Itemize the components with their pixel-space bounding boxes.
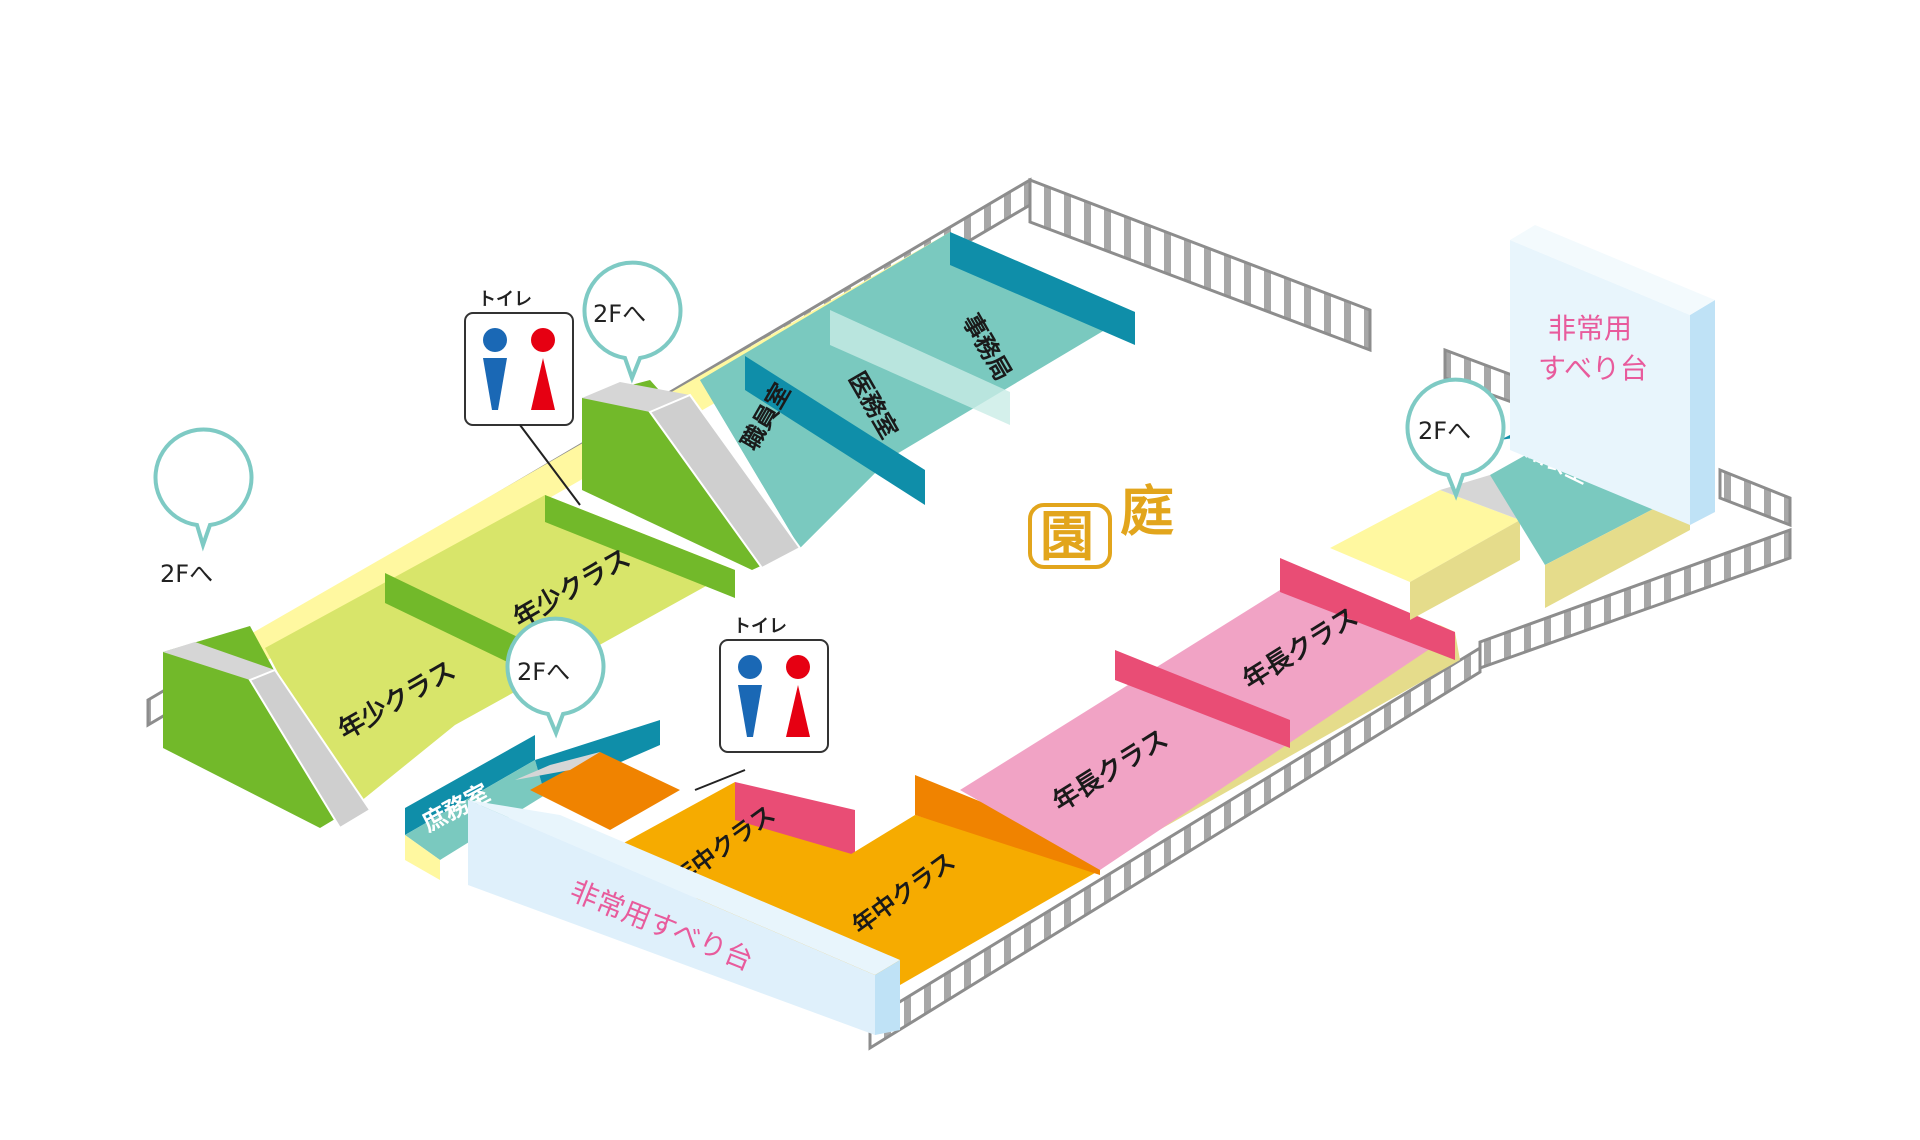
kitchen-floor xyxy=(1490,430,1690,565)
wall-jimukyoku xyxy=(950,232,1135,345)
nencho-wall-back xyxy=(1280,558,1455,660)
shomushitsu-wall xyxy=(405,735,535,835)
stairs-bubble-text: 2Fへ xyxy=(160,560,213,588)
office-floor-highlight xyxy=(830,310,1010,425)
right-slide-side xyxy=(1690,300,1715,525)
right-slide: 非常用 すべり台 xyxy=(1510,225,1715,525)
toilet-pointer xyxy=(519,424,581,506)
toilet-caption: トイレ xyxy=(478,289,532,310)
toilet-sign-box xyxy=(719,639,829,753)
female-icon xyxy=(786,655,810,679)
toilet-sign-lower: トイレ xyxy=(694,616,829,791)
nensho-wall-back xyxy=(545,495,735,598)
male-body-icon xyxy=(483,358,507,410)
courtyard-frame xyxy=(1028,503,1112,569)
stairs-bubble-front: 2Fへ xyxy=(505,616,606,739)
front-slide-face xyxy=(468,800,875,1035)
railing-front xyxy=(868,645,1482,1051)
stairs-front-top xyxy=(515,752,600,780)
male-body-icon xyxy=(738,685,762,737)
office-block: 事務局 医務室 職員室 xyxy=(700,232,1135,548)
male-icon xyxy=(738,655,762,679)
right-slide-top xyxy=(1510,225,1715,315)
female-body-icon xyxy=(786,685,810,737)
stairs-bubble-text: 2Fへ xyxy=(593,300,646,328)
bubble-shape xyxy=(582,260,683,384)
stairs-upper-steps xyxy=(648,393,802,570)
bubble-shape xyxy=(153,427,254,552)
label-slide-right-2: すべり台 xyxy=(1538,352,1648,385)
female-icon xyxy=(531,328,555,352)
kitchen-block: 給食室 xyxy=(1330,405,1690,620)
stairs-bubble-left: 2Fへ xyxy=(153,427,254,588)
front-slide-top xyxy=(468,800,900,975)
courtyard-char-2: 庭 xyxy=(1120,479,1174,543)
stairs-bubble-right: 2Fへ xyxy=(1405,377,1506,501)
toilet-caption: トイレ xyxy=(733,616,787,637)
nensho-block: 年少クラス 年少クラス xyxy=(163,495,735,830)
stairs-left-top xyxy=(163,642,275,680)
stairs-upper-top xyxy=(582,382,690,412)
stairs-upper xyxy=(582,380,802,570)
stairs-bubble-text: 2Fへ xyxy=(517,658,570,686)
stairs-bubble-text: 2Fへ xyxy=(1418,417,1471,445)
bubble-shape xyxy=(505,616,606,739)
nencho-floor xyxy=(960,590,1455,870)
toilet-sign-upper: トイレ xyxy=(464,289,581,506)
courtyard-char-1: 園 xyxy=(1040,504,1094,568)
stairs-left-wall xyxy=(163,626,350,828)
nenchu-wall-1 xyxy=(735,782,855,855)
railing-back-top xyxy=(1028,177,1372,353)
nencho-block: 年長クラス 年長クラス xyxy=(960,558,1455,870)
courtyard-label: 園 庭 xyxy=(1028,479,1174,569)
label-slide-right-1: 非常用 xyxy=(1548,312,1632,345)
shomushitsu-base xyxy=(405,835,440,880)
kitchen-base xyxy=(1545,490,1690,608)
bubble-shape xyxy=(1405,377,1506,501)
wall-imushitsu xyxy=(745,356,925,505)
railing-right-box xyxy=(1718,467,1792,528)
nencho-wall-mid xyxy=(1115,650,1290,748)
kitchen-corridor-front xyxy=(1410,520,1520,620)
nenchu-wall-2 xyxy=(915,775,1100,875)
male-icon xyxy=(483,328,507,352)
toilet-pointer xyxy=(694,769,746,791)
female-body-icon xyxy=(531,358,555,410)
right-slide-face xyxy=(1510,240,1690,525)
stairs-front-floor xyxy=(530,752,680,830)
stairs-bubble-upper: 2Fへ xyxy=(582,260,683,384)
front-slide-edge xyxy=(875,960,900,1035)
stairs-left-steps xyxy=(248,668,372,830)
toilet-sign-box xyxy=(464,312,574,426)
kitchen-corridor xyxy=(1330,490,1520,582)
office-floor-lower xyxy=(700,380,890,548)
